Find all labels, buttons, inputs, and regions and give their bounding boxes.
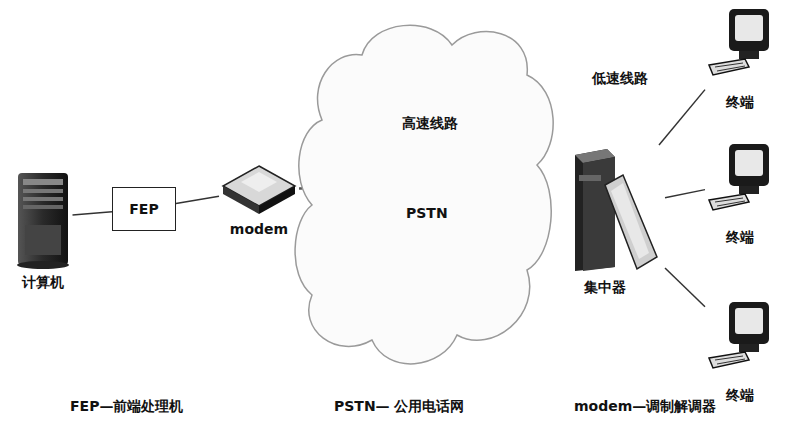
device-node: 终端 bbox=[700, 140, 780, 255]
link-line bbox=[659, 90, 705, 145]
device-node: 集中器 bbox=[545, 145, 665, 315]
device-node: modem bbox=[219, 162, 299, 247]
node-label: 终端 bbox=[726, 229, 754, 246]
device-node: 计算机 bbox=[5, 165, 80, 300]
node-label: 集中器 bbox=[584, 279, 626, 296]
node-label: 终端 bbox=[726, 387, 754, 404]
modem-icon bbox=[219, 162, 299, 217]
cloud-label: 高速线路 bbox=[402, 115, 458, 132]
device-node: 终端 bbox=[700, 5, 780, 120]
concentrator-icon bbox=[545, 145, 665, 275]
network-cloud: 高速线路 PSTN bbox=[292, 15, 560, 375]
cloud-label: PSTN bbox=[406, 205, 448, 222]
legend-note: modem—调制解调器 bbox=[574, 398, 716, 416]
legend-note: FEP—前端处理机 bbox=[70, 398, 183, 416]
node-label: 计算机 bbox=[22, 274, 64, 291]
terminal-icon bbox=[705, 140, 775, 225]
node-label: modem bbox=[230, 221, 288, 238]
cloud-outline bbox=[292, 15, 560, 375]
computer-icon bbox=[13, 165, 73, 270]
link-line bbox=[665, 190, 705, 198]
terminal-icon bbox=[705, 298, 775, 383]
link-line bbox=[73, 212, 113, 215]
legend-note: PSTN— 公用电话网 bbox=[334, 398, 464, 416]
terminal-icon bbox=[705, 5, 775, 90]
process-box: FEP bbox=[112, 187, 176, 231]
node-label: 终端 bbox=[726, 94, 754, 111]
node-label: FEP bbox=[129, 201, 158, 218]
link-line bbox=[176, 196, 219, 203]
link-line bbox=[665, 268, 705, 307]
edge-label: 低速线路 bbox=[590, 70, 650, 88]
